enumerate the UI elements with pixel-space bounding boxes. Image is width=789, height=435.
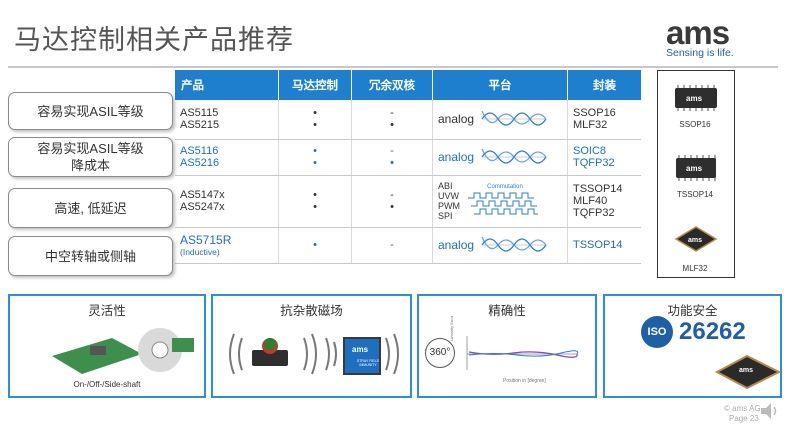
product-note: (Inductive) (180, 247, 220, 257)
product-name: AS5215 (180, 119, 220, 132)
commutation-label: Commutation (487, 183, 523, 190)
package-name: TSSOP14 (573, 183, 623, 195)
plot-xlabel: Position in [degree] (503, 378, 546, 384)
motor-dot: • (313, 119, 317, 132)
logo-tagline: Sensing is life. (666, 47, 734, 59)
package-name: TQFP32 (573, 207, 615, 219)
stray-field-illustration-icon: ams (229, 333, 399, 375)
card-title: 灵活性 (88, 304, 126, 318)
product-name: AS5147x (180, 189, 225, 201)
package-name: MLF32 (573, 119, 608, 132)
chip-mlf-icon: ams (714, 354, 782, 390)
sin-cos-waveform-icon (481, 148, 547, 164)
commutation-waveform-icon (468, 192, 538, 214)
product-name: AS5116 (180, 145, 219, 157)
speaker-icon[interactable] (758, 400, 780, 422)
svg-text:ams: ams (352, 345, 369, 354)
slide-title: 马达控制相关产品推荐 (14, 25, 294, 55)
product-name: AS5247x (180, 201, 225, 213)
platform-label: analog (438, 150, 475, 164)
stray-field-badge: STRAY FIELD IMMUNITY (356, 359, 380, 367)
package-name: TSSOP14 (573, 239, 623, 251)
svg-text:ams: ams (686, 94, 703, 103)
card-title: 功能安全 (667, 304, 718, 318)
table-row: AS5715R(Inductive) • - analog TSSOP14 (175, 227, 641, 264)
iso-number: 26262 (679, 318, 746, 345)
header-package: 封装 (567, 70, 641, 100)
interface-label: PWM (438, 201, 460, 211)
interface-label: ABI (438, 181, 453, 191)
header-product: 产品 (175, 70, 279, 100)
interface-label: UVW (438, 191, 459, 201)
redundant-mark: • (390, 157, 394, 169)
card-accuracy: 精确性 360° Linearity Error Position in [de… (417, 294, 597, 398)
redundant-mark: - (390, 145, 394, 157)
logo-wordmark: ams (666, 14, 730, 51)
card-flexibility: 灵活性 On-/Off-/Side-shaft (8, 294, 206, 398)
package-name: MLF40 (573, 195, 608, 207)
linearity-plot-icon (466, 336, 579, 370)
redundant-mark: - (390, 239, 394, 251)
motor-dot: • (313, 145, 317, 157)
motor-dot: • (313, 107, 317, 120)
chip-caption: TSSOP14 (676, 190, 713, 199)
redundant-mark: - (390, 189, 394, 201)
card-stray-field: 抗杂散磁场 ams STRAY FIELD IMMUNITY (211, 294, 412, 398)
package-name: SSOP16 (573, 107, 616, 120)
motor-dot: • (313, 157, 317, 169)
redundant-mark: - (390, 107, 394, 120)
redundant-mark: • (390, 201, 394, 213)
degree-badge: 360° (425, 338, 455, 368)
chip-ssop16-icon: ams (675, 85, 717, 111)
svg-text:ams: ams (688, 237, 702, 244)
chip-tssop14-icon: ams (676, 155, 716, 181)
header-motor-control: 马达控制 (278, 70, 352, 100)
plot-ylabel: Linearity Error (449, 315, 454, 341)
copyright: © ams AG (724, 404, 761, 413)
product-name: AS5115 (180, 107, 219, 120)
callout-asil: 容易实现ASIL等级 (8, 92, 173, 130)
chip-tssop14: ams TSSOP14 (672, 151, 718, 199)
title-divider (8, 66, 778, 68)
svg-text:ams: ams (686, 164, 703, 173)
interface-label: SPI (438, 211, 453, 221)
package-name: SOIC8 (573, 145, 607, 157)
motor-dot: • (313, 189, 317, 201)
motor-dot: • (313, 201, 317, 213)
redundant-mark: • (390, 119, 394, 132)
platform-label: analog (438, 238, 475, 252)
chip-caption: SSOP16 (679, 120, 711, 129)
page-number: Page 23 (729, 414, 759, 423)
callout-asil-cost: 容易实现ASIL等级 降成本 (8, 137, 173, 177)
iso-logo: ISO (641, 316, 673, 348)
chip-mlf32: ams MLF32 (672, 221, 718, 273)
callout-hollow-shaft: 中空转轴或侧轴 (8, 236, 173, 276)
card-title: 抗杂散磁场 (280, 304, 343, 318)
product-name: AS5216 (180, 157, 220, 169)
card-functional-safety: 功能安全 ISO 26262 ams (603, 294, 782, 398)
package-name: TQFP32 (573, 157, 615, 169)
ams-logo: ams Sensing is life. (666, 14, 734, 59)
shaft-mounting-illustration-icon (52, 328, 194, 374)
sin-cos-waveform-icon (481, 236, 547, 252)
product-name: AS5715R (180, 233, 232, 247)
sin-cos-waveform-icon (481, 110, 547, 126)
header-redundant: 冗余双核 (351, 70, 433, 100)
svg-text:ams: ams (739, 367, 753, 374)
package-images-panel: ams SSOP16 ams TSSOP14 ams MLF32 (657, 70, 735, 278)
motor-dot: • (313, 239, 317, 251)
platform-label: analog (438, 112, 475, 127)
chip-mlf32-icon: ams (674, 226, 718, 252)
card-title: 精确性 (488, 304, 526, 318)
chip-ssop16: ams SSOP16 (672, 81, 718, 129)
chip-caption: MLF32 (682, 264, 708, 273)
callout-high-speed: 高速, 低延迟 (8, 188, 173, 228)
header-platform: 平台 (432, 70, 568, 100)
card-caption: On-/Off-/Side-shaft (73, 380, 141, 389)
